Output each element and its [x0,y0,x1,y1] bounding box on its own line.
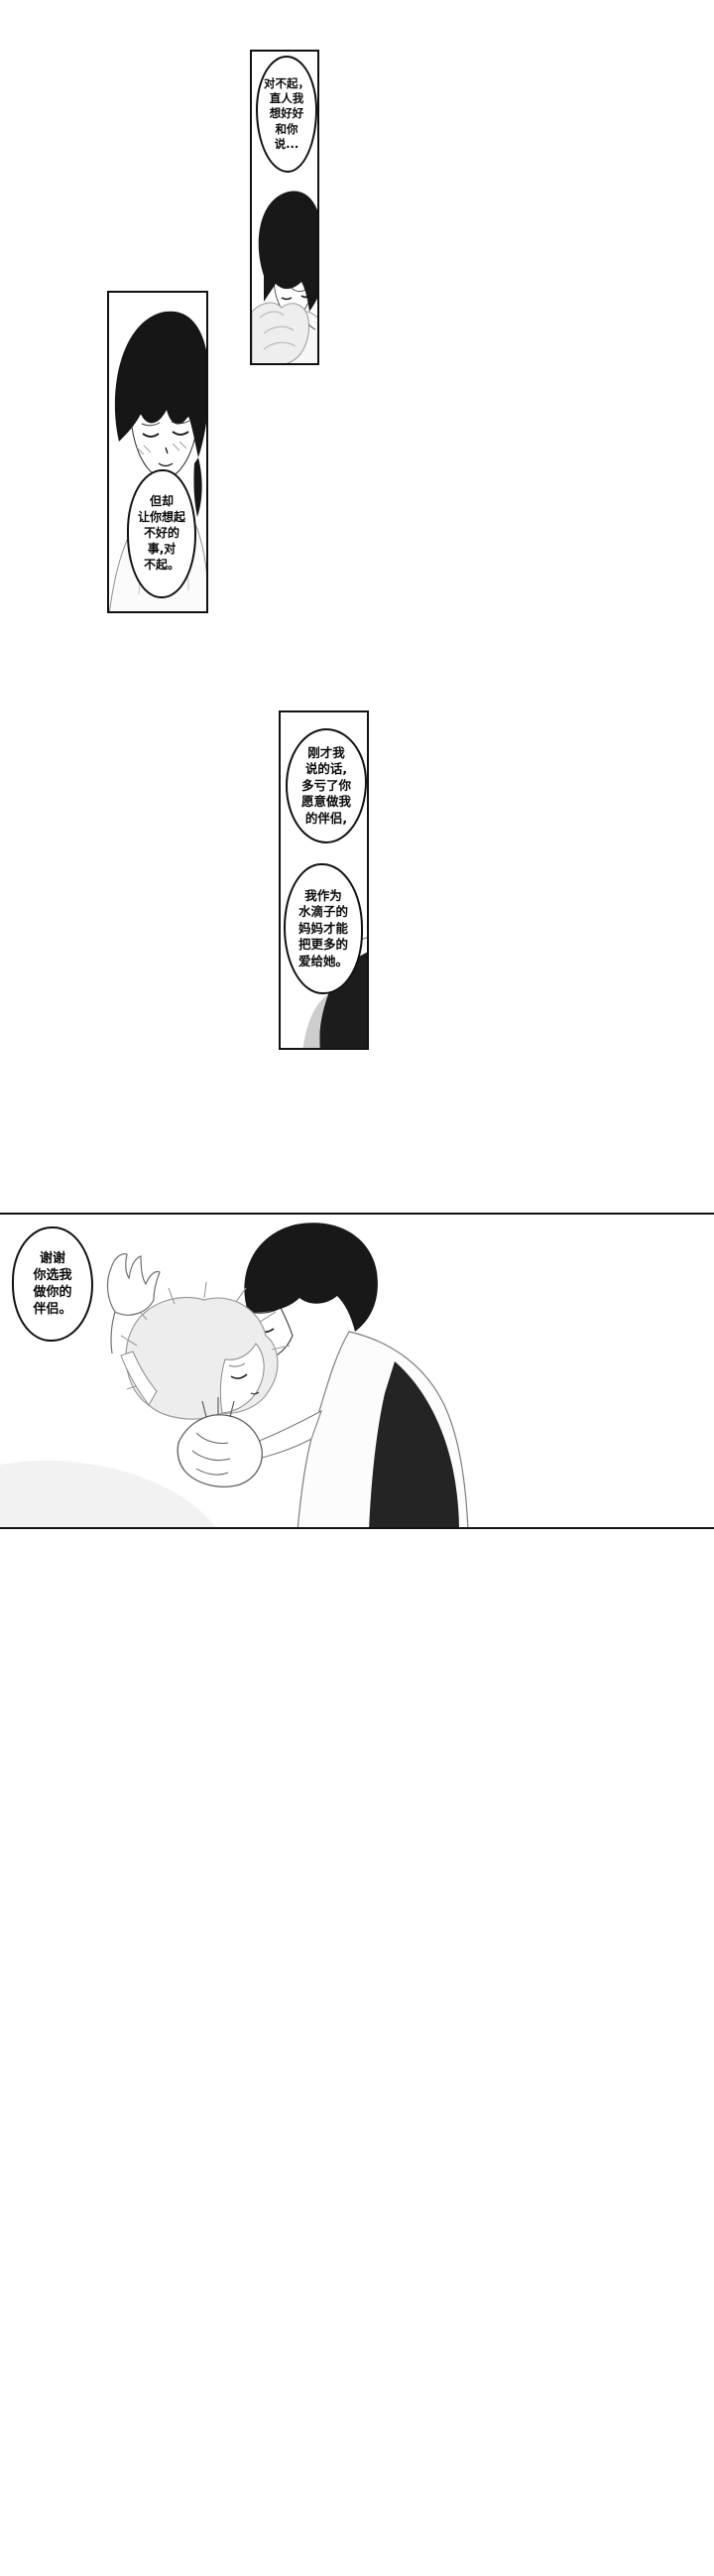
blonde-mouth-art [250,1391,260,1395]
shoulder-gray-art [302,994,328,1048]
dark-hair-art [258,191,317,312]
panel4-art [0,1223,469,1527]
panel-bottom-wide: 谢谢 你选我 做你的 伴侣。 [0,1213,714,1529]
speech-bubble-thank-you: 谢谢 你选我 做你的 伴侣。 [12,1226,93,1342]
hair-art [114,311,206,457]
speech-bubble-apology: 对不起， 直人我 想好好 和你 说... [256,56,317,173]
speech-text: 对不起， 直人我 想好好 和你 说... [264,76,309,151]
shoulder-dark-art [319,952,367,1048]
blush-art [136,441,187,455]
speech-text: 我作为 水滴子的 妈妈才能 把更多的 爱给她。 [298,887,348,968]
clasped-hands-art [177,1414,263,1487]
speech-text: 但却 让你想起 不好的 事,对 不起。 [137,494,185,572]
clasped-fingers-art [191,1432,231,1476]
raised-wrist-art [110,1311,116,1354]
panel1-art [252,191,317,363]
panel-top-right: 对不起， 直人我 想好好 和你 说... [250,50,319,365]
hair-strand-art [193,457,202,517]
speech-text: 谢谢 你选我 做你的 伴侣。 [33,1250,72,1318]
panel-middle-right: 刚才我 说的话, 多亏了你 愿意做我 的伴侣, 我作为 水滴子的 妈妈才能 把更… [279,710,369,1050]
blonde-eye-art [230,1373,248,1379]
eyes-art [281,295,310,301]
blonde-hair-strokes [259,311,297,350]
raised-fingers-art [201,1397,235,1418]
bedding-shade-art [0,1460,216,1527]
speech-text: 刚才我 说的话, 多亏了你 愿意做我 的伴侣, [300,744,351,826]
blonde-face-art [219,1343,265,1414]
speech-bubble-thanks-partner: 刚才我 说的话, 多亏了你 愿意做我 的伴侣, [286,728,367,843]
blonde-arm-art [120,1351,158,1406]
speech-bubble-mother-love: 我作为 水滴子的 妈妈才能 把更多的 爱给她。 [284,863,363,994]
raised-hand-art [106,1253,161,1316]
dark-hair-art [244,1223,378,1332]
brows-art [141,420,190,427]
dark-vest-art [369,1361,459,1527]
blonde-brow-art [228,1362,246,1367]
nose-mouth-art [158,447,174,467]
speech-bubble-regret: 但却 让你想起 不好的 事,对 不起。 [127,469,196,598]
panel-left: 但却 让你想起 不好的 事,对 不起。 [107,291,208,613]
eyes-art [142,431,189,438]
